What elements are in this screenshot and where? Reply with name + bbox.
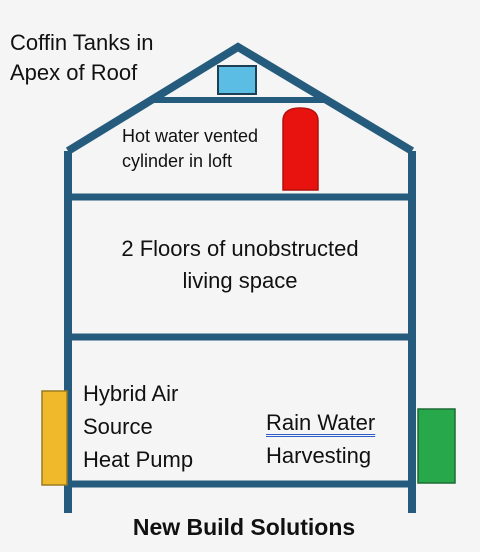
house-outline xyxy=(64,42,416,513)
living-space-label-line-1: 2 Floors of unobstructed xyxy=(121,236,359,261)
heat-pump-label-line-3: Heat Pump xyxy=(83,447,194,472)
rain-water-label: Rain Water Harvesting xyxy=(266,406,375,472)
coffin-tanks-label-line-1: Coffin Tanks in xyxy=(10,30,154,55)
rain-water-label-line-2: Harvesting xyxy=(266,443,372,468)
heat-pump-label-line-2: Source xyxy=(83,414,153,439)
rain-water-label-line-1: Rain Water xyxy=(266,410,376,435)
cylinder-label: Hot water vented cylinder in loft xyxy=(122,124,258,174)
diagram-caption: New Build Solutions xyxy=(132,514,356,540)
living-space-label-line-2: living space xyxy=(182,268,298,293)
cylinder-label-line-2: cylinder in loft xyxy=(122,151,233,171)
living-space-label: 2 Floors of unobstructed living space xyxy=(70,233,410,297)
coffin-tank xyxy=(217,65,257,95)
heat-pump-label: Hybrid Air Source Heat Pump xyxy=(83,377,193,476)
coffin-tanks-label: Coffin Tanks in Apex of Roof xyxy=(10,28,154,88)
hot-water-cylinder xyxy=(282,107,319,191)
coffin-tanks-label-line-2: Apex of Roof xyxy=(10,60,138,85)
heat-pump-unit xyxy=(41,390,68,486)
heat-pump-label-line-1: Hybrid Air xyxy=(83,381,179,406)
rain-water-tank xyxy=(417,408,456,484)
roof-line xyxy=(65,42,415,155)
cylinder-label-line-1: Hot water vented xyxy=(122,126,259,146)
